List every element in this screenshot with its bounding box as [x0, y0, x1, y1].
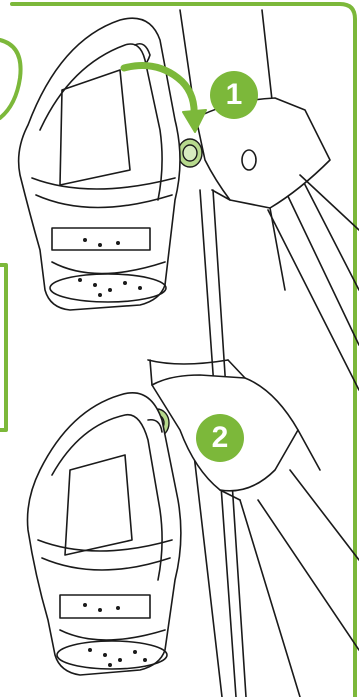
- cup-holder-icon: [28, 393, 181, 675]
- step-1-number: 1: [214, 75, 254, 115]
- cup-holder-icon: [19, 18, 180, 310]
- step-2-number: 2: [200, 418, 240, 458]
